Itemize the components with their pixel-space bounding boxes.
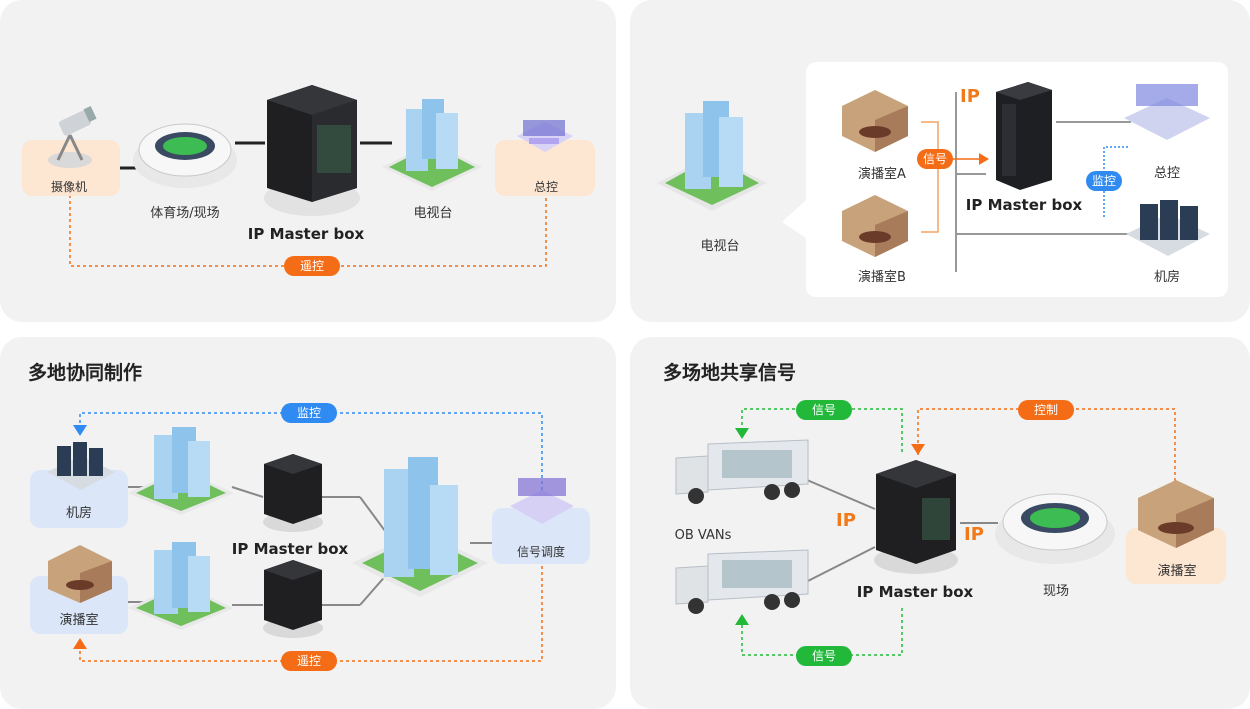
tv-station-label: 电视台 <box>413 206 453 221</box>
signal-dispatch-label: 信号调度 <box>516 545 566 559</box>
panel3-machine-room-icon <box>47 442 115 490</box>
panel2-connector-lines <box>921 92 1131 272</box>
panel2-master-label: IP Master box <box>965 196 1083 214</box>
panel4-studio-label: 演播室 <box>1157 564 1197 579</box>
panel3-master-box-top-icon <box>263 454 323 532</box>
panel3-master-label: IP Master box <box>231 540 349 558</box>
studio-a-label: 演播室A <box>858 167 906 182</box>
control-room-icon <box>517 120 573 152</box>
camera-icon <box>48 105 97 168</box>
panel2-monitor-badge: 监控 <box>1086 171 1122 191</box>
studio-b-label: 演播室B <box>858 270 906 285</box>
panel4-control-badge: 控制 <box>1018 400 1074 420</box>
panel3-studio-icon <box>48 545 112 603</box>
panel2-tv-label: 电视台 <box>700 239 740 254</box>
panel4-studio-icon <box>1138 480 1214 548</box>
panel3-central-tower-icon <box>352 457 488 597</box>
server-rack-icon <box>996 82 1052 190</box>
panel4-signal-bottom-badge: 信号 <box>796 646 852 666</box>
stadium-label: 体育场/现场 <box>150 206 220 221</box>
panel3-building-bottom-icon <box>128 542 234 630</box>
master-box-icon <box>264 85 360 216</box>
panel2-control-label: 总控 <box>1153 166 1181 181</box>
panel4-ip-right-label: IP <box>964 524 984 545</box>
signal-arrow-head-top <box>735 428 749 439</box>
panel2-machine-room-label: 机房 <box>1153 270 1181 285</box>
panel4-master-label: IP Master box <box>856 583 974 601</box>
panel4-title: 多场地共享信号 <box>663 362 797 384</box>
panel4-signal-top-badge: 信号 <box>796 400 852 420</box>
panel3-monitor-badge: 监控 <box>281 403 337 423</box>
stadium-icon <box>133 123 237 188</box>
camera-node-box <box>22 140 120 196</box>
signal-arrow <box>953 153 989 165</box>
panel2-control-icon <box>1124 84 1210 140</box>
control-label: 总控 <box>533 180 559 194</box>
callout-pointer <box>782 200 806 238</box>
control-arrow-head <box>911 444 925 455</box>
remote-control-badge: 遥控 <box>284 256 340 276</box>
panel2-signal-badge: 信号 <box>917 149 953 169</box>
panel3-master-box-bottom-icon <box>263 560 323 638</box>
panel2-ip-label: IP <box>960 86 980 107</box>
signal-arrow-head-bottom <box>735 614 749 625</box>
studio-a-icon <box>842 90 908 152</box>
venue-label: 现场 <box>1042 584 1070 599</box>
panel4-ip-left-label: IP <box>836 510 856 531</box>
machine-room-icon <box>1126 200 1210 256</box>
ob-van-bottom-icon <box>675 549 809 614</box>
panel3-building-top-icon <box>128 427 234 515</box>
panel3-machine-room-label: 机房 <box>65 506 93 521</box>
panel2-tv-station-icon <box>657 101 767 211</box>
panel4-master-box-icon <box>874 460 958 574</box>
studio-b-icon <box>842 195 908 257</box>
panel3-title: 多地协同制作 <box>28 362 143 384</box>
venue-stadium-icon <box>995 493 1115 564</box>
camera-label: 摄像机 <box>50 180 88 194</box>
signal-dispatch-icon <box>510 478 574 524</box>
ob-van-top-icon <box>675 439 809 504</box>
tv-station-icon <box>382 99 482 191</box>
remote-arrow-head <box>73 638 87 649</box>
master-box-label: IP Master box <box>247 225 365 243</box>
monitor-arrow-head <box>73 425 87 436</box>
panel3-remote-badge: 遥控 <box>281 651 337 671</box>
ob-vans-label: OB VANs <box>674 528 732 543</box>
panel3-studio-label: 演播室 <box>59 613 99 628</box>
